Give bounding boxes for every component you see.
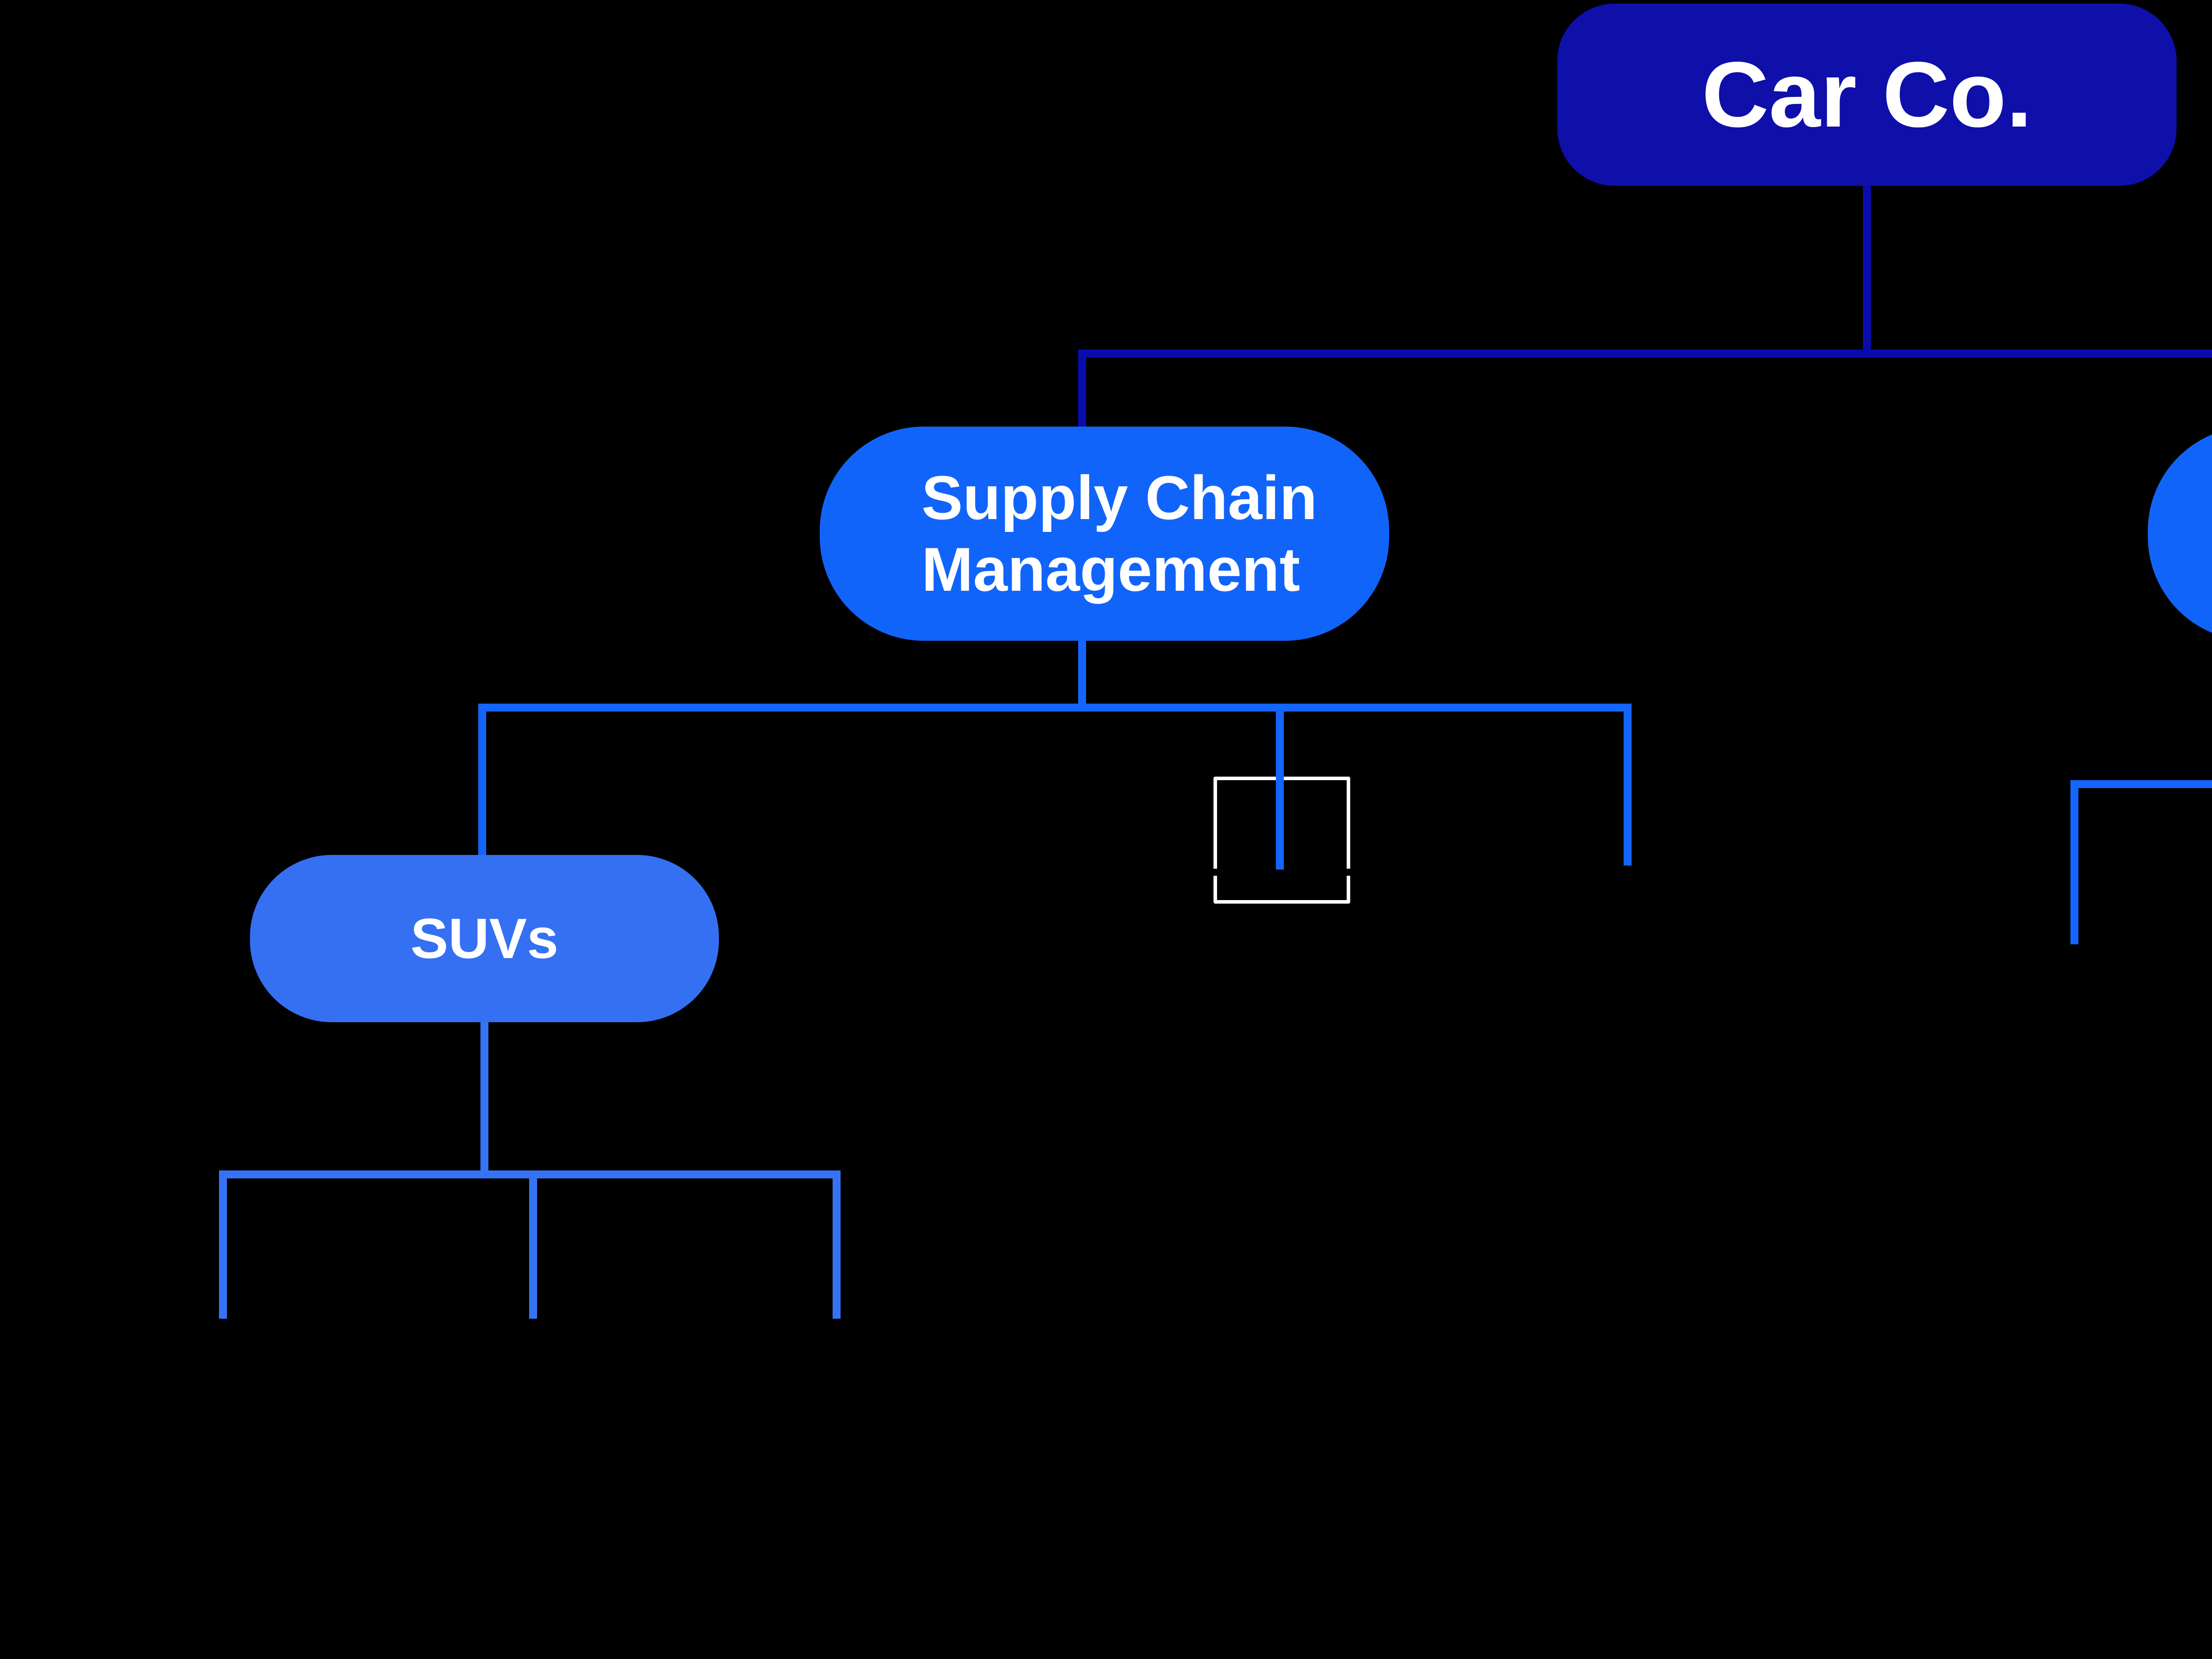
connector-drop-suvs-child-1 [219, 1170, 227, 1319]
node-supply-chain-management-label: Supply Chain Management [922, 462, 1317, 604]
node-suvs[interactable]: SUVs [250, 855, 719, 1022]
connector-drop-suvs [478, 704, 486, 856]
node-supply-chain-management[interactable]: Supply Chain Management [820, 427, 1389, 641]
editing-node-box-border-gap-right [1345, 869, 1351, 876]
connector-drop-mfg-child-1 [2070, 780, 2078, 944]
connector-scm-rail [478, 704, 1632, 712]
node-car-co[interactable]: Car Co. [1557, 4, 2177, 186]
connector-scm-stem [1078, 640, 1086, 704]
connector-suvs-rail [219, 1170, 841, 1178]
node-car-co-label: Car Co. [1701, 42, 2032, 146]
connector-drop-suvs-child-3 [833, 1170, 841, 1319]
connector-drop-scm-empty [1624, 704, 1632, 866]
connector-suvs-stem [480, 1021, 488, 1170]
node-suvs-label: SUVs [410, 907, 559, 970]
editing-node-box-border-gap-left [1213, 869, 1218, 876]
node-manufacturing[interactable]: Manufacturing [2148, 427, 2212, 641]
connector-root-rail [1078, 350, 2212, 358]
connector-drop-supply-chain [1078, 350, 1086, 428]
connector-mfg-rail [2070, 780, 2212, 788]
connector-drop-suvs-child-2 [529, 1178, 537, 1319]
connector-drop-editing-node [1276, 712, 1284, 870]
connector-root-stem [1863, 185, 1871, 358]
